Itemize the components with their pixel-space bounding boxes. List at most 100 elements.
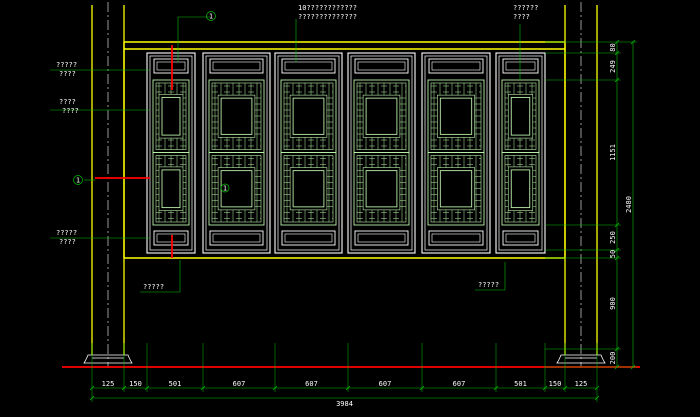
dim-bottom-value: 501 bbox=[169, 380, 182, 388]
panel-top-plaque bbox=[354, 58, 409, 74]
dim-tick bbox=[562, 385, 568, 391]
label-bottom-left: ????? bbox=[143, 283, 164, 291]
dim-tick bbox=[272, 385, 278, 391]
panel-bottom-plaque bbox=[354, 230, 409, 246]
panel-top-plaque bbox=[153, 58, 189, 74]
dim-bottom-value: 607 bbox=[305, 380, 318, 388]
dim-tick bbox=[493, 385, 499, 391]
dim-tick-right bbox=[614, 39, 620, 45]
lattice-opening bbox=[510, 169, 531, 209]
label-left-1a: ????? bbox=[56, 61, 77, 69]
lattice-inner-border bbox=[211, 82, 262, 150]
panel-bottom-plaque bbox=[502, 230, 539, 246]
dim-bottom-value: 607 bbox=[453, 380, 466, 388]
panel-bottom-plaque-inner bbox=[357, 233, 406, 243]
panel-top-plaque-inner bbox=[357, 61, 406, 71]
marker-top: 1 bbox=[206, 11, 216, 21]
panel-6 bbox=[495, 52, 546, 254]
dim-tick-total bbox=[594, 395, 600, 401]
column-centerlines bbox=[107, 2, 582, 368]
dim-tick-right-total bbox=[630, 39, 636, 45]
lattice-inner-border bbox=[283, 82, 334, 150]
panel-bottom-plaque-inner bbox=[505, 233, 536, 243]
lattice-panels bbox=[146, 52, 546, 254]
panel-outer-frame bbox=[347, 52, 416, 254]
panel-top-plaque-inner bbox=[156, 61, 186, 71]
label-left-2a: ???? bbox=[59, 98, 76, 106]
panel-top-plaque bbox=[209, 58, 264, 74]
dim-tick bbox=[594, 385, 600, 391]
label-top-center-1: 10???????????? bbox=[298, 4, 357, 12]
panel-top-plaque bbox=[428, 58, 484, 74]
lattice-opening-frame bbox=[289, 167, 328, 211]
panel-top-plaque-inner bbox=[505, 61, 536, 71]
panel-inner-frame bbox=[277, 55, 340, 251]
lattice-opening bbox=[161, 96, 181, 136]
lattice-opening-frame bbox=[437, 94, 475, 138]
label-left-1b: ???? bbox=[59, 70, 76, 78]
dim-right-value: 900 bbox=[609, 297, 617, 310]
lattice-opening bbox=[365, 170, 398, 208]
lattice-inner-border bbox=[283, 155, 334, 223]
dim-right-value: 1151 bbox=[609, 144, 617, 161]
panel-bottom-plaque bbox=[209, 230, 264, 246]
label-top-center-2: ?????????????? bbox=[298, 13, 357, 21]
dim-tick-right bbox=[614, 364, 620, 370]
lattice-inner-border bbox=[356, 82, 407, 150]
marker-left: 1 bbox=[73, 175, 83, 185]
dim-bottom-value: 125 bbox=[102, 380, 115, 388]
panel-inner-frame bbox=[205, 55, 268, 251]
panel-bottom-plaque-inner bbox=[156, 233, 186, 243]
lattice-opening-frame bbox=[217, 94, 256, 138]
lattice-border bbox=[427, 152, 485, 226]
lattice-opening-frame bbox=[158, 166, 184, 211]
dim-tick-right bbox=[614, 50, 620, 56]
lattice-border bbox=[208, 152, 265, 226]
label-left-3b: ???? bbox=[59, 238, 76, 246]
dim-tick bbox=[419, 385, 425, 391]
dim-tick-total bbox=[89, 395, 95, 401]
lattice-opening bbox=[292, 170, 325, 208]
panel-bottom-plaque bbox=[153, 230, 189, 246]
panel-top-plaque-inner bbox=[212, 61, 261, 71]
marker-top-label: 1 bbox=[209, 13, 213, 21]
dim-tick-right-total bbox=[630, 364, 636, 370]
panel-inner-frame bbox=[498, 55, 543, 251]
lattice-border bbox=[353, 152, 410, 226]
dim-bottom-total: 3984 bbox=[336, 400, 353, 408]
panel-bottom-plaque-inner bbox=[284, 233, 333, 243]
lattice-inner-border bbox=[504, 155, 537, 223]
lattice-opening bbox=[292, 97, 325, 135]
dim-right-value: 250 bbox=[609, 231, 617, 244]
lattice-opening-frame bbox=[289, 94, 328, 138]
lattice-opening-frame bbox=[507, 94, 534, 139]
panel-outer-frame bbox=[495, 52, 546, 254]
lattice-inner-border bbox=[504, 82, 537, 150]
dim-tick bbox=[345, 385, 351, 391]
panel-1 bbox=[146, 52, 196, 254]
lattice-inner-border bbox=[430, 155, 482, 223]
dim-bottom-value: 607 bbox=[233, 380, 246, 388]
lattice-opening bbox=[510, 96, 531, 136]
dim-tick-right bbox=[614, 346, 620, 352]
dim-bottom-value: 607 bbox=[379, 380, 392, 388]
lattice-opening-frame bbox=[362, 167, 401, 211]
lattice-inner-border bbox=[356, 155, 407, 223]
label-bottom-right: ????? bbox=[478, 281, 499, 289]
lattice-opening bbox=[220, 97, 253, 135]
panel-outer-frame bbox=[421, 52, 491, 254]
lattice-opening-frame bbox=[507, 166, 534, 211]
panel-3 bbox=[274, 52, 343, 254]
panel-top-plaque-inner bbox=[284, 61, 333, 71]
lattice-opening-frame bbox=[362, 94, 401, 138]
lattice-opening bbox=[439, 170, 473, 208]
dim-tick bbox=[89, 385, 95, 391]
leader-lines bbox=[50, 16, 521, 293]
panel-bottom-plaque-inner bbox=[212, 233, 261, 243]
panel-outer-frame bbox=[146, 52, 196, 254]
panel-top-plaque bbox=[502, 58, 539, 74]
dim-bottom-value: 150 bbox=[549, 380, 562, 388]
